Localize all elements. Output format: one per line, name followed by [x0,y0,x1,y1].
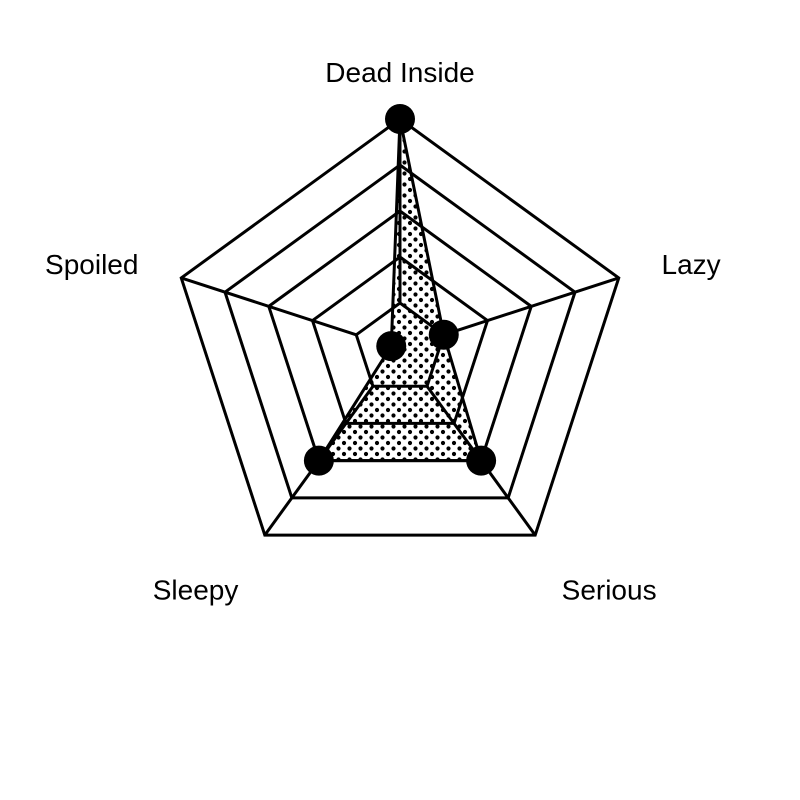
axis-label-serious: Serious [562,574,657,605]
data-point-dead-inside [385,104,415,134]
axis-label-lazy: Lazy [662,249,721,280]
data-point-sleepy [303,445,334,476]
axis-label-sleepy: Sleepy [153,574,239,605]
grid-ring-5 [179,117,621,537]
spoke-2 [443,276,620,337]
grid-ring-4 [223,163,577,500]
data-series [303,104,497,476]
spoke-5 [180,276,357,337]
data-point-lazy [428,319,459,350]
axis-label-dead-inside: Dead Inside [325,57,474,88]
data-area [316,118,484,463]
axis-label-spoiled: Spoiled [45,249,138,280]
data-point-spoiled [376,331,407,362]
data-point-serious [466,445,497,476]
